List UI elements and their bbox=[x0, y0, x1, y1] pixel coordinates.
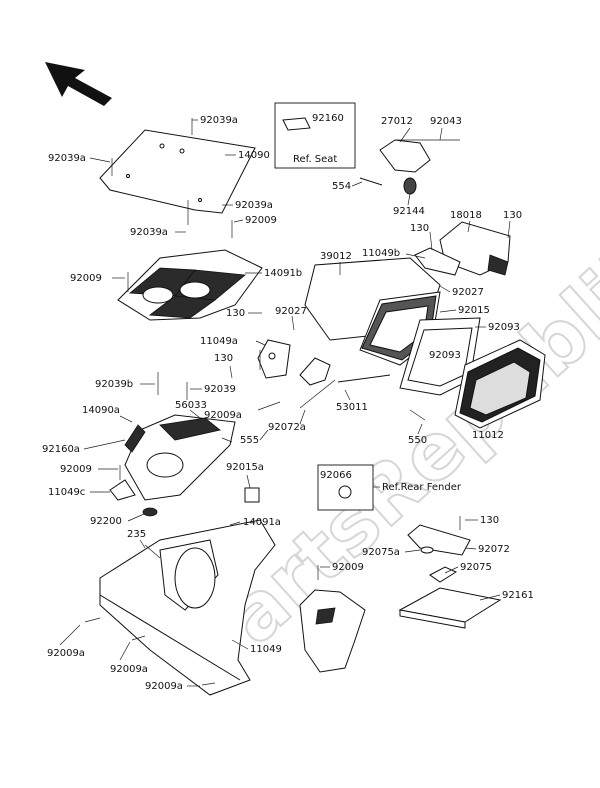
label-27012: 27012 bbox=[381, 116, 413, 127]
panel-14091a bbox=[99, 519, 276, 696]
part-labels: 92039a 14090 92039a 92039a 92039a 92009 … bbox=[42, 113, 534, 692]
bracket-11049b bbox=[414, 247, 461, 276]
label-92160a: 92160a bbox=[42, 444, 80, 455]
bracket-27012 bbox=[359, 139, 460, 195]
label-92039a: 92039a bbox=[235, 200, 273, 211]
label-554: 554 bbox=[332, 181, 351, 192]
label-130: 130 bbox=[226, 308, 245, 319]
label-92072a: 92072a bbox=[268, 422, 306, 433]
label-92144: 92144 bbox=[393, 206, 425, 217]
label-130: 130 bbox=[480, 515, 499, 526]
leader-lines bbox=[59, 119, 511, 687]
label-11049b: 11049b bbox=[362, 248, 400, 259]
label-92072: 92072 bbox=[478, 544, 510, 555]
label-92075: 92075 bbox=[460, 562, 492, 573]
label-92015: 92015 bbox=[458, 305, 490, 316]
label-14090a: 14090a bbox=[82, 405, 120, 416]
label-92027: 92027 bbox=[452, 287, 484, 298]
bracket-11049c bbox=[109, 479, 260, 517]
label-130: 130 bbox=[214, 353, 233, 364]
label-130: 130 bbox=[410, 223, 429, 234]
lid-11012 bbox=[454, 339, 546, 429]
label-92066: 92066 bbox=[320, 470, 352, 481]
label-11049a: 11049a bbox=[200, 336, 238, 347]
label-92009: 92009 bbox=[245, 215, 277, 226]
bracket-11049a bbox=[257, 339, 291, 379]
clamp-53011 bbox=[299, 357, 391, 409]
pad-92161 bbox=[398, 587, 502, 629]
label-92009: 92009 bbox=[70, 273, 102, 284]
label-39012: 39012 bbox=[320, 251, 352, 262]
label-555: 555 bbox=[240, 435, 259, 446]
label-92160: 92160 bbox=[312, 113, 344, 124]
label-92015a: 92015a bbox=[226, 462, 264, 473]
label-92093: 92093 bbox=[488, 322, 520, 333]
label-92027: 92027 bbox=[275, 306, 307, 317]
ref-rear-fender-label: Ref.Rear Fender bbox=[382, 482, 462, 493]
label-11049c: 11049c bbox=[48, 487, 85, 498]
label-11049: 11049 bbox=[250, 644, 282, 655]
label-92009a: 92009a bbox=[47, 648, 85, 659]
bolts-group bbox=[84, 220, 461, 686]
seat-base-plate bbox=[99, 118, 256, 225]
pad-92075 bbox=[429, 566, 458, 583]
label-130: 130 bbox=[503, 210, 522, 221]
cover-14090a bbox=[124, 414, 236, 501]
label-92009a: 92009a bbox=[110, 664, 148, 675]
label-92200: 92200 bbox=[90, 516, 122, 527]
label-92093: 92093 bbox=[429, 350, 461, 361]
label-92039a: 92039a bbox=[130, 227, 168, 238]
label-14091b: 14091b bbox=[264, 268, 302, 279]
bracket-92072 bbox=[407, 524, 471, 556]
label-14090: 14090 bbox=[238, 150, 270, 161]
label-18018: 18018 bbox=[450, 210, 482, 221]
label-92039a: 92039a bbox=[200, 115, 238, 126]
gasket-92093 bbox=[399, 317, 481, 396]
label-550: 550 bbox=[408, 435, 427, 446]
label-92039: 92039 bbox=[204, 384, 236, 395]
ref-rear-fender-box: Ref.Rear Fender bbox=[317, 464, 462, 511]
front-direction-arrow-icon bbox=[45, 62, 112, 106]
bracket-11049 bbox=[299, 589, 366, 673]
label-53011: 53011 bbox=[336, 402, 368, 413]
label-92075a: 92075a bbox=[362, 547, 400, 558]
tray-14091b bbox=[117, 249, 263, 321]
label-92009: 92009 bbox=[60, 464, 92, 475]
label-92161: 92161 bbox=[502, 590, 534, 601]
ref-seat-label: Ref. Seat bbox=[293, 154, 337, 165]
label-92009a: 92009a bbox=[204, 410, 242, 421]
label-11012: 11012 bbox=[472, 430, 504, 441]
label-92039b: 92039b bbox=[95, 379, 133, 390]
label-92009: 92009 bbox=[332, 562, 364, 573]
label-92039a: 92039a bbox=[48, 153, 86, 164]
label-14091a: 14091a bbox=[243, 517, 281, 528]
label-92009a: 92009a bbox=[145, 681, 183, 692]
label-235: 235 bbox=[127, 529, 146, 540]
ref-seat-box: Ref. Seat bbox=[274, 102, 356, 169]
label-56033: 56033 bbox=[175, 400, 207, 411]
label-92043: 92043 bbox=[430, 116, 462, 127]
grip-92160a bbox=[124, 424, 146, 453]
